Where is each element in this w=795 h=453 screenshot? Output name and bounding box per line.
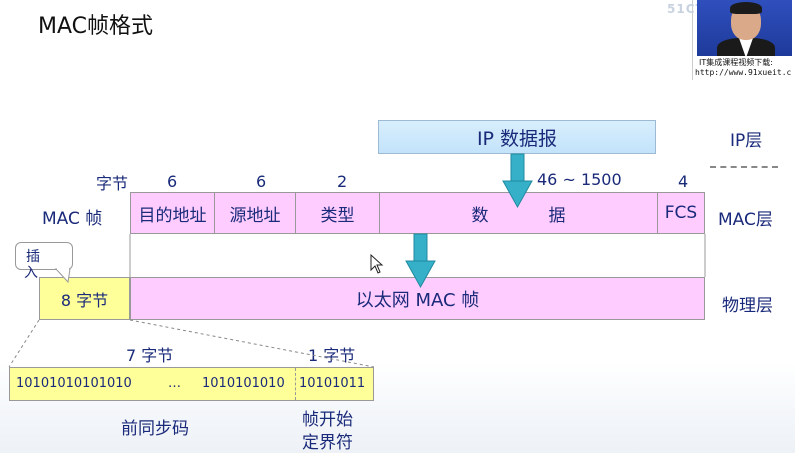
size-dest: 6: [167, 172, 178, 191]
insert-callout: 插: [15, 242, 73, 270]
zoom-line-right: [129, 319, 375, 368]
insert-label-1: 插: [26, 249, 40, 265]
preamble-label: 前同步码: [121, 419, 189, 439]
ip-layer-label: IP层: [730, 131, 763, 151]
size-type: 2: [337, 172, 348, 191]
mac-frame-label: MAC 帧: [42, 209, 103, 229]
arrow-mac-to-ethernet: [405, 233, 436, 289]
mouse-cursor-icon: [370, 253, 384, 274]
bits-ellipsis: …: [168, 376, 181, 391]
bits-segment-1: 10101010101010: [16, 376, 132, 391]
sfd-label-1: 帧开始: [302, 410, 353, 430]
physical-layer-label: 物理层: [722, 296, 773, 316]
preamble-bits: 10101010101010 … 1010101010 10101011: [9, 367, 374, 401]
bits-segment-sfd: 10101011: [299, 376, 366, 391]
size-fcs: 4: [678, 172, 689, 191]
preamble-box: 8 字节: [39, 277, 130, 320]
arrow-ip-to-data: [502, 153, 533, 209]
one-byte-label: 1 字节: [308, 346, 356, 365]
video-caption-2: http://www.91xueit.c: [695, 68, 792, 77]
field-dest-addr: 目的地址: [131, 193, 215, 233]
page-title: MAC帧格式: [38, 14, 154, 39]
sfd-label-2: 定界符: [302, 433, 353, 453]
field-fcs: FCS: [664, 203, 698, 223]
layer-divider: [710, 166, 778, 168]
seven-bytes-label: 7 字节: [126, 346, 174, 365]
size-data: 46 ~ 1500: [537, 170, 622, 189]
instructor-photo: [697, 0, 792, 56]
mac-layer-label: MAC层: [718, 210, 773, 230]
callout-tail: [54, 268, 71, 284]
field-data-char-1: 数: [471, 205, 489, 226]
ip-packet-box: IP 数据报: [378, 120, 656, 154]
video-caption-1: IT集成课程视频下载:: [699, 58, 773, 67]
sfd-divider: [295, 368, 296, 400]
bits-segment-2: 1010101010: [202, 376, 285, 391]
field-type: 类型: [296, 193, 380, 233]
instructor-video: 51CTO学院 IT集成课程视频下载: http://www.91xueit.c: [667, 0, 795, 80]
insert-label-2: 入: [24, 265, 38, 281]
size-src: 6: [256, 172, 267, 191]
field-data-char-2: 据: [548, 205, 566, 226]
field-src-addr: 源地址: [215, 193, 296, 233]
field-data: 数 据: [380, 193, 658, 233]
zoom-line-left: [8, 319, 40, 368]
bytes-label: 字节: [96, 174, 129, 193]
